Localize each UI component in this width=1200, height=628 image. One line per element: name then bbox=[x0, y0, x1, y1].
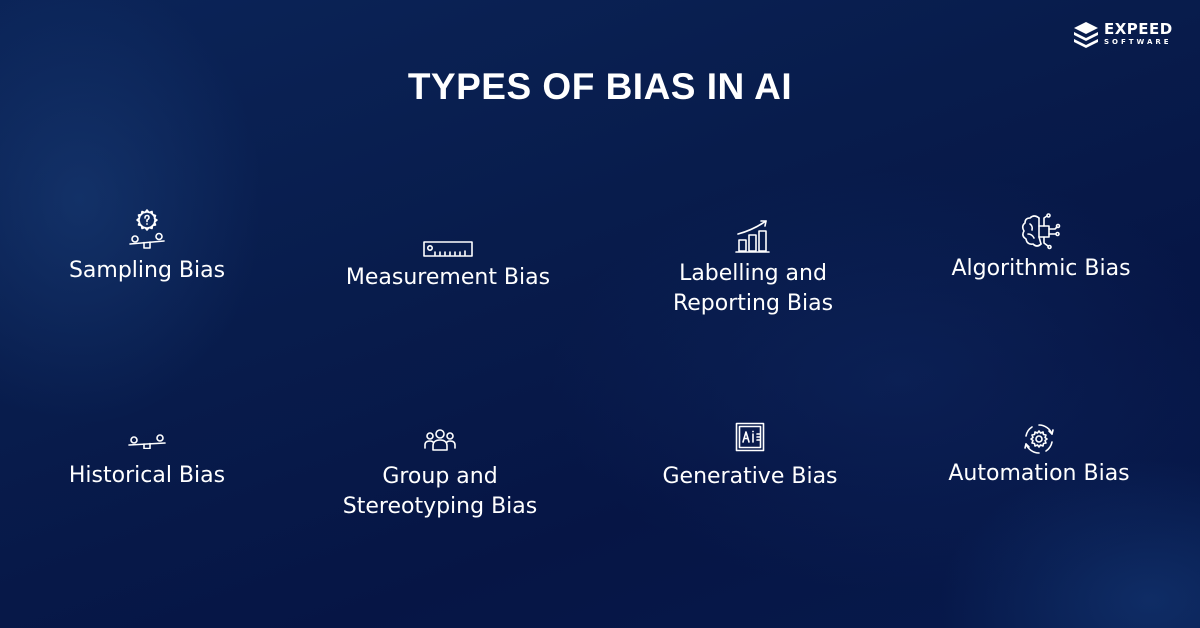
page-title: TYPES OF BIAS IN AI bbox=[407, 66, 793, 107]
stacked-layers-logo-icon bbox=[1074, 22, 1098, 48]
bias-item-generative: Generative Bias bbox=[600, 422, 900, 492]
ruler-icon bbox=[423, 241, 473, 257]
bias-item-automation: Automation Bias bbox=[889, 423, 1189, 489]
gear-question-seesaw-icon bbox=[129, 209, 165, 249]
bias-label: Measurement Bias bbox=[345, 265, 551, 290]
gear-cycle-icon bbox=[1024, 424, 1054, 454]
bias-item-algorithmic: Algorithmic Bias bbox=[891, 212, 1191, 284]
bias-label: Algorithmic Bias bbox=[951, 256, 1131, 281]
bias-item-sampling: Sampling Bias bbox=[0, 208, 297, 286]
bias-label: Generative Bias bbox=[662, 464, 838, 489]
ai-chip-icon bbox=[735, 422, 765, 452]
seesaw-icon bbox=[128, 434, 166, 449]
bar-chart-growth-icon bbox=[735, 220, 770, 253]
brand-name: EXPEED bbox=[1104, 20, 1173, 38]
brain-circuit-icon bbox=[1021, 213, 1061, 250]
bias-label: Automation Bias bbox=[948, 461, 1130, 486]
bias-item-labelling: Labelling and Reporting Bias bbox=[603, 218, 903, 319]
group-people-icon bbox=[424, 429, 456, 451]
bias-item-group: Group and Stereotyping Bias bbox=[290, 428, 590, 522]
bias-item-historical: Historical Bias bbox=[0, 433, 297, 491]
bias-item-measurement: Measurement Bias bbox=[298, 240, 598, 293]
bias-label: Historical Bias bbox=[68, 463, 226, 488]
bias-label: Labelling and Reporting Bias bbox=[672, 261, 834, 316]
bias-label: Sampling Bias bbox=[68, 258, 226, 283]
brand-tagline: SOFTWARE bbox=[1104, 38, 1172, 46]
bias-label: Group and Stereotyping Bias bbox=[342, 464, 538, 519]
brand-logo: EXPEED SOFTWARE bbox=[1072, 20, 1173, 48]
